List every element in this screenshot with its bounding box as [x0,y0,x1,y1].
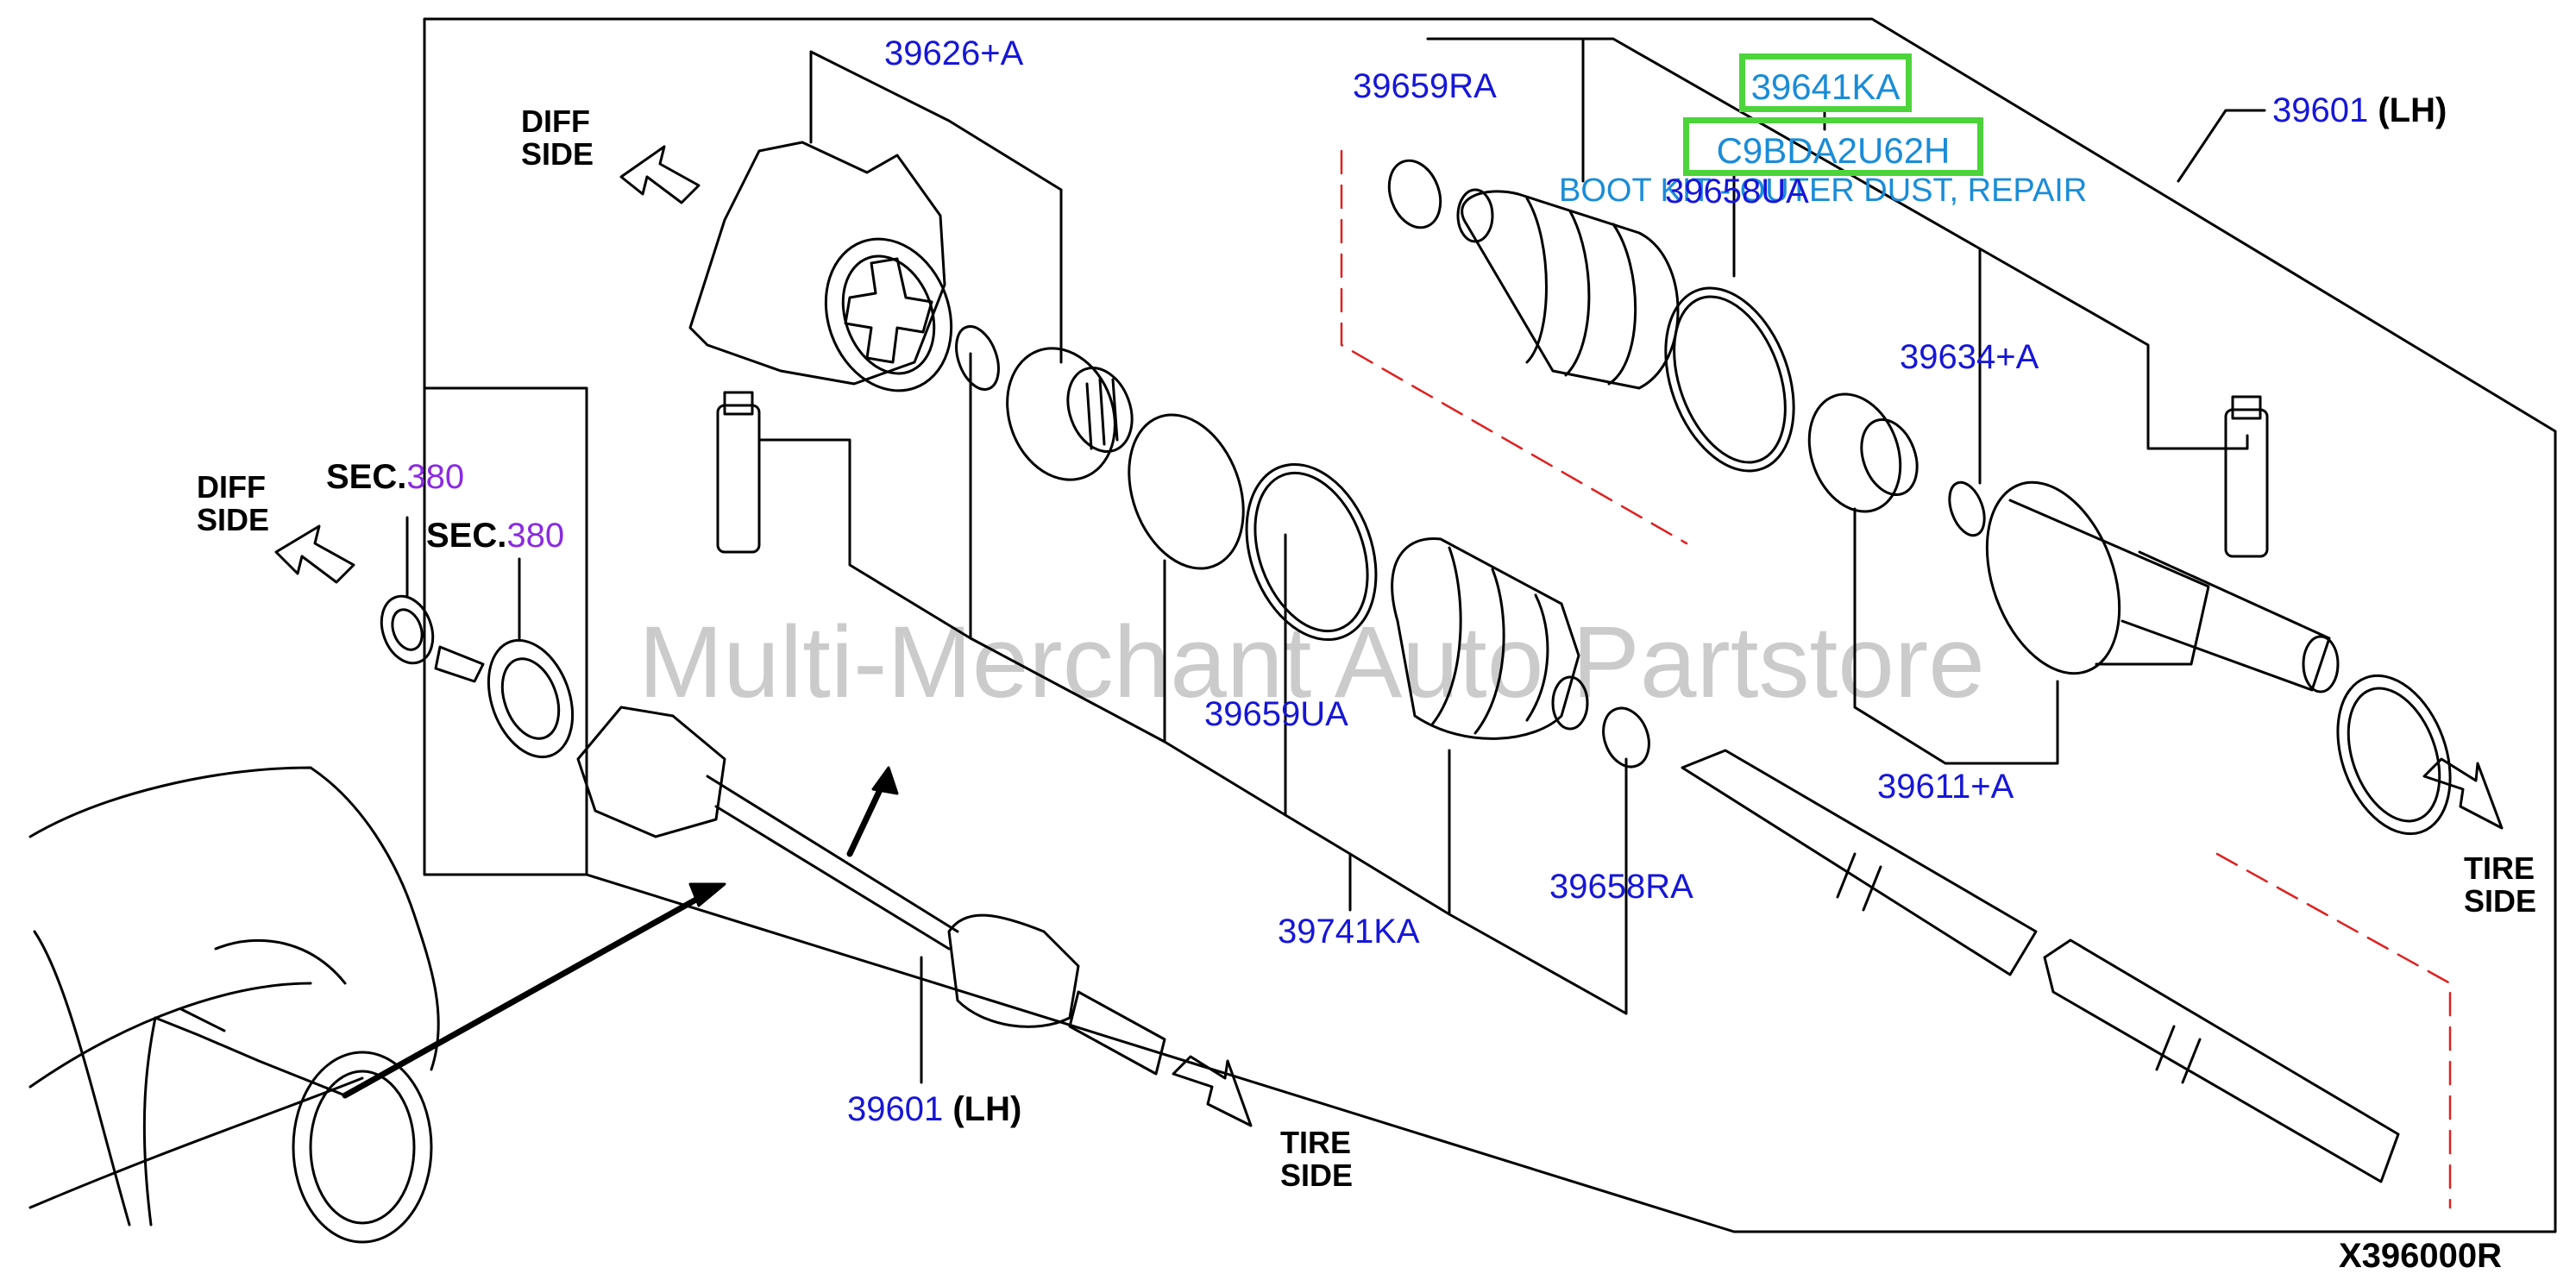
small-clamp-inner [1602,706,1650,769]
arrow-head-right [688,882,726,907]
part-label-39659RA[interactable]: 39659RA [1353,67,1497,105]
circlip-1 [955,325,1000,391]
drive-shaft-body [1681,749,2400,1183]
band-clamp-39658UA [1664,286,1795,473]
part-label-39611[interactable]: 39611+A [1877,768,2014,806]
leader-boot-kit [1581,37,2249,450]
boot-kit-boundary [1340,149,2452,1209]
part-label-39601-bottom[interactable]: 39601 (LH) [847,1092,1021,1126]
outer-boot [1456,188,1680,390]
arrow-diff-side-left [274,524,355,584]
part-number: 39601 [2272,91,2369,129]
drive-shaft-assembly [576,706,1166,1076]
inner-boot [1391,536,1589,740]
leader-39611 [1853,507,2059,765]
part-label-39601-top[interactable]: 39601 (LH) [2272,93,2447,128]
arrow-head-up [871,766,899,795]
circlip-2 [1948,480,1986,537]
section-number: 380 [506,517,565,555]
vehicle-outline [28,766,440,1244]
leader-39601-top [2177,109,2266,183]
part-label-39641KA: 39641KA [1750,66,1901,107]
boot-kit-description: BOOT KIT - OUTER DUST, REPAIR [1559,173,2088,209]
assembly-frame [423,17,2557,1233]
leader-39626 [809,50,1063,364]
part-side: (LH) [952,1090,1022,1128]
dust-seal [2336,674,2452,836]
leader-boot-top [1426,37,1585,183]
leader-39741KA-b [1348,749,1451,916]
part-label-39634[interactable]: 39634+A [1900,338,2039,376]
clamp-39659RA [1387,159,1442,229]
arrow-diff-side-top [619,145,701,204]
section-prefix: SEC. [426,517,507,555]
part-label-39659UA[interactable]: 39659UA [1204,695,1348,733]
part-label-39658RA[interactable]: 39658RA [1549,868,1693,906]
part-label-39626[interactable]: 39626+A [884,35,1024,72]
section-ref-380-b[interactable]: SEC.380 [426,518,564,553]
part-number: 39601 [847,1090,944,1128]
spider-assembly [1006,347,1134,481]
part-side: (LH) [2378,91,2447,129]
location-arrows [342,777,888,1099]
arrow-tire-side-right [2422,757,2504,830]
outer-joint-39611 [1985,480,2340,693]
outer-bearing-39634 [1807,392,1919,513]
section-number: 380 [406,458,465,496]
highlight-C9BDA2U62H[interactable]: C9BDA2U62H [1683,117,1983,176]
side-flange [434,638,575,759]
inner-joint-housing [688,141,953,392]
part-label-C9BDA2U62H: C9BDA2U62H [1716,130,1951,171]
section-ref-380-a[interactable]: SEC.380 [326,460,464,494]
grease-tube-left [716,391,761,554]
part-label-39658UA[interactable]: 39658UA [1665,173,1809,210]
watermark-text: Multi-Merchant Auto Partstore [638,605,1985,719]
oil-seal [380,594,435,665]
highlight-39641KA[interactable]: 39641KA [1739,53,1912,112]
section-prefix: SEC. [326,458,407,496]
frame-divider [423,386,588,876]
leader-grease-left [757,352,972,640]
grease-tube-right [2224,395,2269,558]
arrow-tire-side-bottom [1172,1055,1253,1127]
leader-39741KA [1284,813,1352,912]
part-label-39741KA[interactable]: 39741KA [1278,913,1420,951]
boot-band-inner [1128,413,1245,570]
band-clamp-1 [1245,462,1378,642]
diagram-reference-code: X396000R [2339,1237,2503,1275]
